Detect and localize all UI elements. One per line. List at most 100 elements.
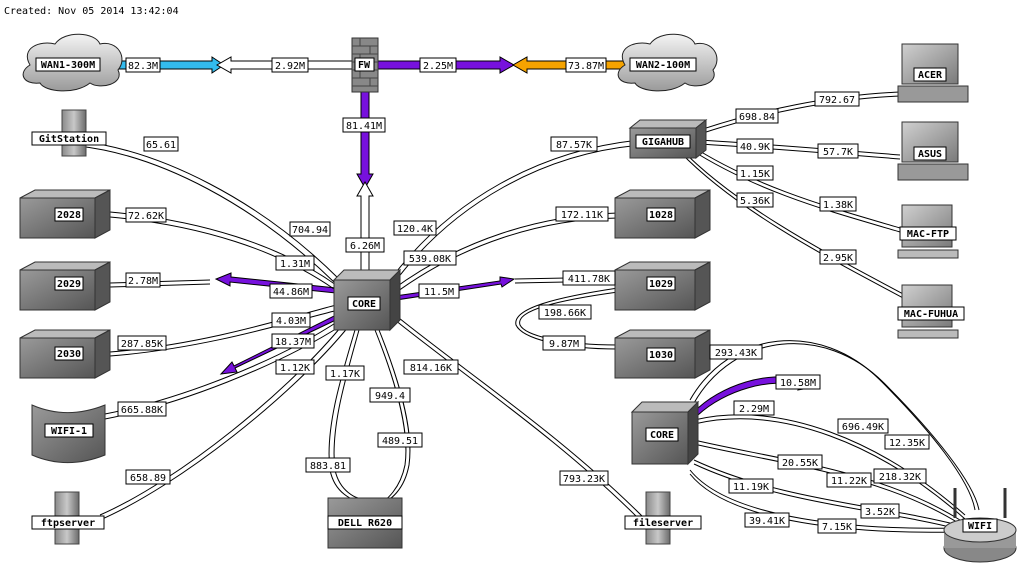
- node-fileserver[interactable]: fileserver: [624, 491, 702, 545]
- svg-text:ftpserver: ftpserver: [41, 518, 95, 529]
- bw-label: 489.51: [382, 436, 418, 447]
- bw-label: 539.08K: [409, 254, 451, 265]
- node-sw2030[interactable]: 2030: [19, 329, 111, 379]
- svg-text:2029: 2029: [57, 279, 81, 290]
- bw-label: 949.4: [375, 391, 405, 402]
- map-title: Created: Nov 05 2014 13:42:04: [4, 6, 179, 17]
- bw-label: 1.15K: [740, 169, 770, 180]
- svg-text:fileserver: fileserver: [633, 517, 693, 529]
- bw-label: 11.19K: [733, 482, 769, 493]
- node-macfuhua[interactable]: MAC-FUHUA: [897, 284, 965, 339]
- svg-text:MAC-FUHUA: MAC-FUHUA: [904, 309, 958, 320]
- bw-label: 7.15K: [822, 522, 852, 533]
- bw-label: 1.17K: [330, 369, 360, 380]
- svg-text:CORE: CORE: [352, 299, 376, 310]
- svg-text:WIFI-1: WIFI-1: [51, 426, 87, 437]
- node-wifi1[interactable]: WIFI-1: [31, 404, 106, 463]
- svg-text:GitStation: GitStation: [39, 133, 99, 145]
- links-layer: [77, 56, 980, 533]
- node-sw1028[interactable]: 1028: [614, 189, 711, 239]
- node-label: WAN1-300M: [41, 60, 95, 71]
- bw-label: 198.66K: [544, 308, 586, 319]
- svg-text:GIGAHUB: GIGAHUB: [642, 137, 684, 148]
- bw-label: 411.78K: [568, 274, 610, 285]
- bw-label: 20.55K: [782, 458, 818, 469]
- bw-label: 793.23K: [563, 474, 605, 485]
- bw-label: 792.67: [819, 95, 855, 106]
- node-gitstation[interactable]: GitStation: [31, 109, 107, 157]
- bw-label: 704.94: [292, 225, 328, 236]
- node-dell[interactable]: DELL R620: [327, 497, 403, 549]
- node-asus[interactable]: ASUS: [897, 121, 969, 181]
- svg-text:WIFI: WIFI: [968, 521, 992, 532]
- node-macftp[interactable]: MAC-FTP: [897, 204, 959, 259]
- node-wifi[interactable]: WIFI: [943, 488, 1017, 563]
- bw-label: 5.36K: [740, 196, 770, 207]
- svg-text:WAN2-100M: WAN2-100M: [636, 60, 690, 71]
- svg-text:1030: 1030: [649, 350, 673, 361]
- bw-label: 10.58M: [780, 378, 816, 389]
- link-labels: 82.3M 2.92M 2.25M 73.87M 81.41M 6.26M 65…: [117, 57, 930, 534]
- bw-label: 2.78M: [128, 276, 158, 287]
- bw-label: 12.35K: [889, 438, 925, 449]
- svg-text:ASUS: ASUS: [918, 149, 942, 160]
- bw-label: 2.95K: [823, 253, 853, 264]
- node-sw2029[interactable]: 2029: [19, 261, 111, 311]
- node-sw1029[interactable]: 1029: [614, 261, 711, 311]
- bw-label: 81.41M: [346, 121, 382, 132]
- node-core1[interactable]: CORE: [332, 268, 402, 332]
- node-core2[interactable]: CORE: [630, 400, 700, 466]
- bw-label: 44.86M: [273, 287, 309, 298]
- node-wan2[interactable]: WAN2-100M: [617, 33, 718, 92]
- node-fw[interactable]: FW: [351, 37, 379, 93]
- node-ftpserver[interactable]: ftpserver: [31, 491, 105, 545]
- bw-label: 814.16K: [410, 363, 452, 374]
- bw-label: 4.03M: [276, 316, 306, 327]
- bw-label: 287.85K: [121, 339, 163, 350]
- svg-text:2030: 2030: [57, 349, 81, 360]
- bw-label: 72.62K: [128, 211, 164, 222]
- bw-label: 73.87M: [568, 61, 604, 72]
- bw-label: 6.26M: [350, 241, 380, 252]
- bw-label: 1.12K: [280, 363, 310, 374]
- bw-label: 120.4K: [397, 224, 433, 235]
- node-acer[interactable]: ACER: [897, 43, 969, 103]
- bw-label: 293.43K: [715, 348, 757, 359]
- bw-label: 665.88K: [121, 405, 163, 416]
- bw-label: 696.49K: [842, 422, 884, 433]
- bw-label: 3.52K: [865, 507, 895, 518]
- link-fw-core-down: [356, 91, 374, 190]
- svg-text:DELL R620: DELL R620: [338, 518, 392, 529]
- bw-label: 1.38K: [823, 200, 853, 211]
- bw-label: 218.32K: [879, 472, 921, 483]
- bw-label: 87.57K: [556, 140, 592, 151]
- bw-label: 172.11K: [561, 210, 603, 221]
- bw-label: 11.5M: [424, 287, 454, 298]
- svg-text:1028: 1028: [649, 210, 673, 221]
- bw-label: 2.29M: [739, 404, 769, 415]
- link-core-fw-up: [356, 180, 374, 273]
- svg-text:ACER: ACER: [918, 70, 943, 81]
- node-wan1[interactable]: WAN1-300M: [22, 33, 123, 92]
- node-sw1030[interactable]: 1030: [614, 329, 711, 379]
- svg-text:CORE: CORE: [650, 430, 674, 441]
- bw-label: 9.87M: [549, 339, 579, 350]
- bw-label: 2.25M: [423, 61, 453, 72]
- node-gigahub[interactable]: GIGAHUB: [628, 118, 708, 160]
- bw-label: 82.3M: [128, 61, 158, 72]
- bw-label: 698.84: [739, 112, 775, 123]
- bw-label: 658.89: [130, 473, 166, 484]
- bw-label: 11.22K: [831, 476, 867, 487]
- bw-label: 883.81: [310, 461, 346, 472]
- bw-label: 65.61: [146, 140, 176, 151]
- svg-text:2028: 2028: [57, 210, 81, 221]
- bw-label: 2.92M: [275, 61, 305, 72]
- bw-label: 1.31M: [280, 259, 310, 270]
- bw-label: 57.7K: [823, 147, 853, 158]
- svg-text:1029: 1029: [649, 279, 673, 290]
- svg-text:FW: FW: [358, 60, 371, 71]
- node-sw2028[interactable]: 2028: [19, 189, 111, 239]
- bw-label: 40.9K: [740, 142, 770, 153]
- bw-label: 39.41K: [749, 516, 785, 527]
